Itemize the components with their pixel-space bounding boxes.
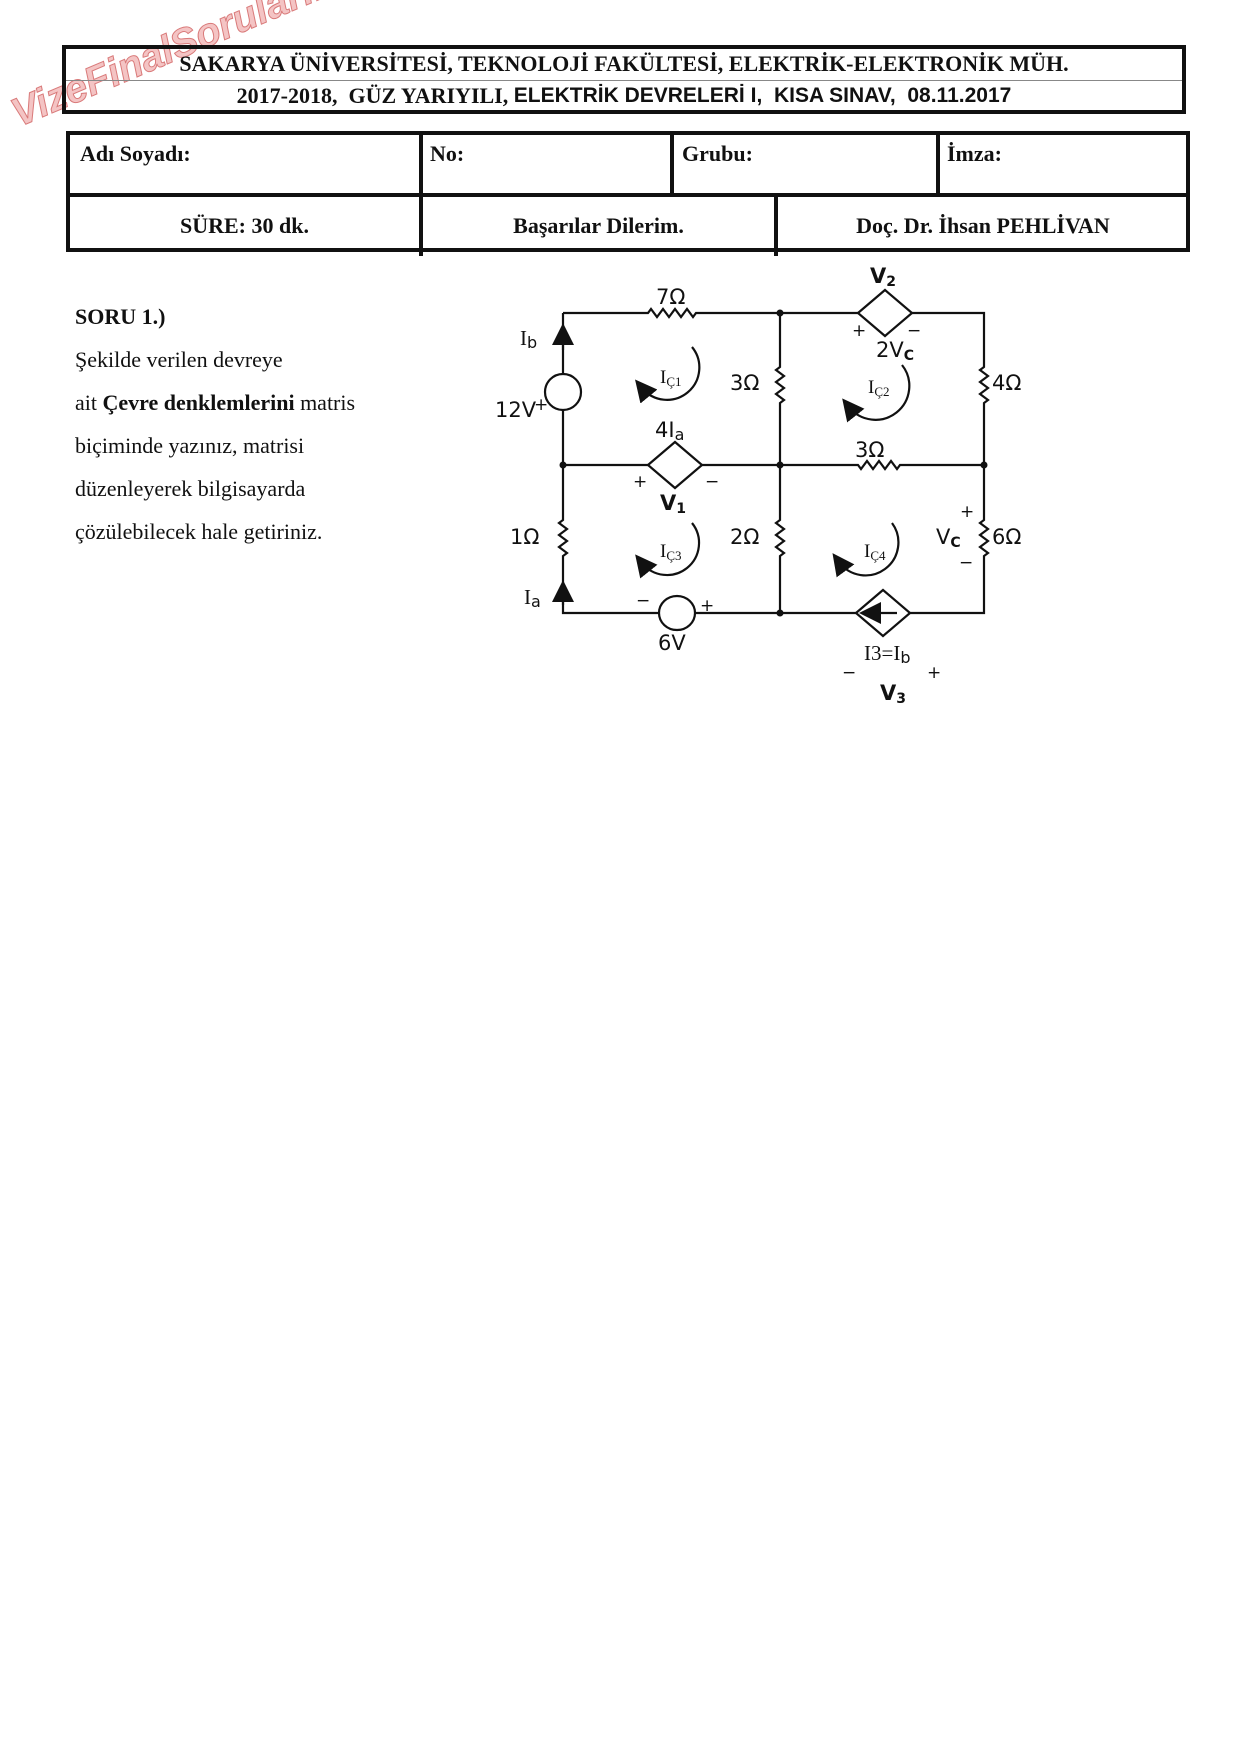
divider xyxy=(419,193,423,256)
label-i3-equals-ib: I3=Ib xyxy=(864,641,911,667)
wires xyxy=(543,288,990,638)
question-text-line: Şekilde verilen devreye xyxy=(75,347,283,372)
divider xyxy=(670,135,674,193)
minus-sign: − xyxy=(842,663,856,683)
text: matris xyxy=(294,390,356,415)
label-6ohm: 6Ω xyxy=(992,525,1021,549)
label-3ohm-vertical: 3Ω xyxy=(730,371,759,395)
header-line-2: 2017-2018, GÜZ YARIYILI, ELEKTRİK DEVREL… xyxy=(66,81,1182,112)
label-7ohm: 7Ω xyxy=(656,285,685,309)
plus-sign: + xyxy=(534,395,548,415)
resistor-3ohm-horizontal xyxy=(563,459,984,471)
label-v1: V1 xyxy=(660,491,686,517)
dependent-current-source xyxy=(854,588,912,638)
resistor-7ohm-wire xyxy=(563,307,858,319)
label-v2: V2 xyxy=(870,264,896,290)
plus-sign: + xyxy=(927,663,941,683)
good-luck: Başarılar Dilerim. xyxy=(513,213,684,238)
emphasis: Çevre denklemlerini xyxy=(102,390,295,415)
minus-sign: − xyxy=(636,591,650,611)
mesh-4-arrow-icon xyxy=(832,522,900,578)
plus-sign: + xyxy=(960,502,974,522)
resistor-3ohm-vertical xyxy=(774,313,786,465)
resistor-6ohm-wire xyxy=(910,465,990,615)
label-6v: 6V xyxy=(658,631,686,655)
instructor: Doç. Dr. İhsan PEHLİVAN xyxy=(856,213,1110,238)
label-1ohm: 1Ω xyxy=(510,525,539,549)
resistor-2ohm xyxy=(774,465,786,613)
junction-dots xyxy=(559,309,988,617)
duration: SÜRE: 30 dk. xyxy=(180,213,309,238)
label-ia: Ia xyxy=(524,585,541,611)
question-text-line: ait Çevre denklemlerini matris xyxy=(75,381,355,424)
plus-sign: + xyxy=(700,596,714,616)
student-info-table: Adı Soyadı: No: Grubu: İmza: SÜRE: 30 dk… xyxy=(66,131,1190,256)
minus-sign: − xyxy=(705,472,719,492)
label-v3: V3 xyxy=(880,681,906,707)
exam-header: SAKARYA ÜNİVERSİTESİ, TEKNOLOJİ FAKÜLTES… xyxy=(62,45,1186,114)
question-text-line: biçiminde yazınız, matrisi xyxy=(75,433,305,458)
label-mesh-1: IÇ1 xyxy=(660,367,682,389)
header-term: 2017-2018, GÜZ YARIYILI, xyxy=(236,82,514,108)
label-4ohm: 4Ω xyxy=(992,371,1021,395)
circuit-diagram: 7Ω 3Ω 4Ω 3Ω 1Ω 2Ω 6Ω 12V 6V + − + + − + … xyxy=(495,264,1021,707)
mesh-2-arrow-icon xyxy=(842,364,911,423)
label-2vc: 2VC xyxy=(876,338,914,364)
question-text-line: çözülebilecek hale getiriniz. xyxy=(75,519,323,544)
dependent-source-4ia xyxy=(646,440,704,490)
divider xyxy=(419,135,423,193)
group-field[interactable]: Grubu: xyxy=(682,141,753,166)
mesh-1-arrow-icon xyxy=(635,346,701,404)
name-field[interactable]: Adı Soyadı: xyxy=(80,141,191,166)
label-12v: 12V xyxy=(495,398,537,422)
divider xyxy=(774,193,778,256)
label-mesh-3: IÇ3 xyxy=(660,541,682,563)
voltage-source-6v xyxy=(657,594,697,632)
label-4ia: 4Ia xyxy=(655,418,684,444)
plus-sign: + xyxy=(633,472,647,492)
header-course: ELEKTRİK DEVRELERİ I, KISA SINAV, 08.11.… xyxy=(513,83,1012,107)
divider xyxy=(936,135,940,193)
signature-field[interactable]: İmza: xyxy=(947,141,1002,166)
number-field[interactable]: No: xyxy=(430,141,465,166)
label-2ohm: 2Ω xyxy=(730,525,759,549)
label-ib: Ib xyxy=(520,326,537,352)
resistor-4ohm-wire xyxy=(912,311,990,465)
divider xyxy=(70,193,1186,197)
mesh-3-arrow-icon xyxy=(635,522,701,579)
question-title: SORU 1.) xyxy=(75,304,166,329)
question-1: SORU 1.) Şekilde verilen devreye ait Çev… xyxy=(75,295,355,553)
label-mesh-2: IÇ2 xyxy=(868,377,890,399)
label-3ohm-horizontal: 3Ω xyxy=(855,438,884,462)
label-vc: VC xyxy=(936,525,961,551)
text: ait xyxy=(75,390,103,415)
dependent-source-2vc xyxy=(856,288,914,338)
minus-sign: − xyxy=(907,321,921,341)
label-mesh-4: IÇ4 xyxy=(864,541,886,563)
voltage-source-12v xyxy=(543,372,583,412)
question-text-line: düzenleyerek bilgisayarda xyxy=(75,476,306,501)
header-line-1: SAKARYA ÜNİVERSİTESİ, TEKNOLOJİ FAKÜLTES… xyxy=(66,49,1182,81)
plus-sign: + xyxy=(852,321,866,341)
minus-sign: − xyxy=(959,553,973,573)
